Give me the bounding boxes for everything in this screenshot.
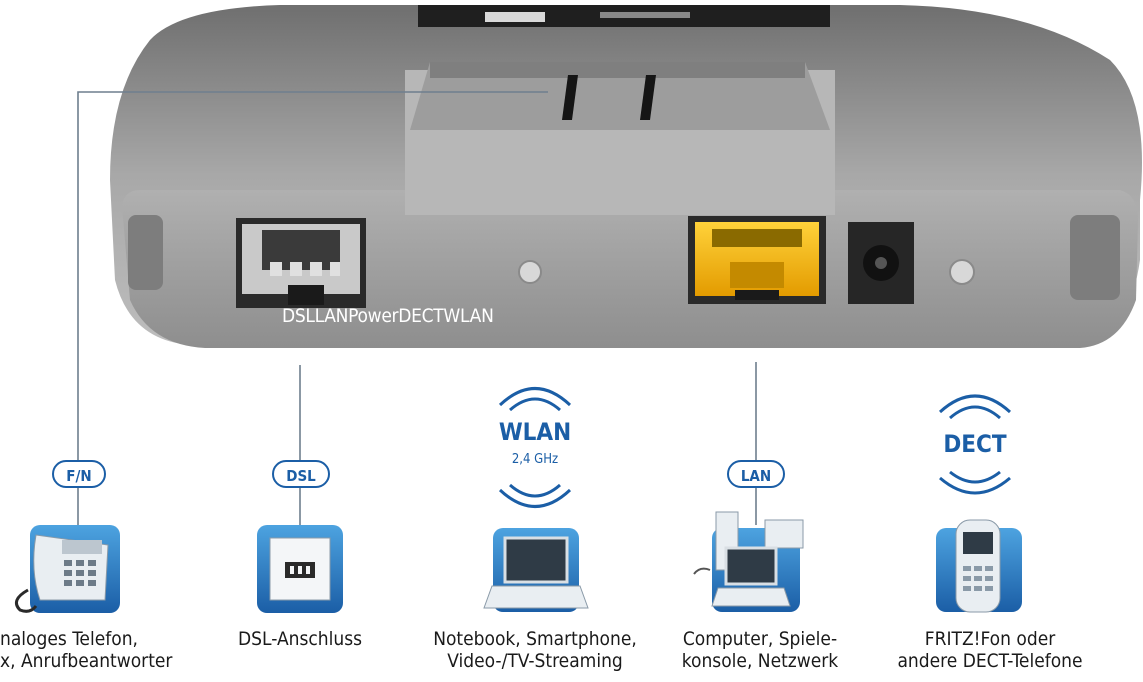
wlan-desc-line1: Notebook, Smartphone,: [433, 628, 637, 650]
wlan-description: Notebook, Smartphone, Video-/TV-Streamin…: [420, 628, 650, 672]
dect-tag: DECT: [943, 430, 1007, 458]
lan-desc-line2: konsole, Netzwerk: [681, 650, 839, 672]
computer-network-icon: [693, 511, 804, 612]
fn-tag: F/N: [52, 460, 106, 488]
dsl-description: DSL-Anschluss: [215, 628, 385, 650]
dect-wave-icon: [938, 394, 1012, 495]
dsl-desc-line1: DSL-Anschluss: [237, 628, 363, 650]
dsl-socket-icon: [257, 525, 343, 613]
lan-port: [688, 216, 826, 304]
lan-tag: LAN: [727, 460, 785, 488]
dect-handset-icon: [936, 519, 1022, 613]
lan-desc-line1: Computer, Spiele-: [682, 628, 838, 650]
dsl-tag: DSL: [272, 460, 330, 488]
led-right: [949, 259, 975, 285]
router-port-labels: DSLLANPowerDECTWLAN: [282, 305, 494, 327]
dect-desc-line1: FRITZ!Fon oder: [924, 628, 1056, 650]
led-left: [518, 260, 542, 284]
fn-line: [77, 91, 548, 460]
dect-description: FRITZ!Fon oder andere DECT-Telefone: [880, 628, 1100, 672]
laptop-icon: [483, 528, 589, 612]
dect-desc-line2: andere DECT-Telefone: [897, 650, 1083, 672]
analog-phone-icon: [14, 525, 120, 613]
fn-description: naloges Telefon, x, Anrufbeantworter: [0, 628, 173, 672]
lan-description: Computer, Spiele- konsole, Netzwerk: [660, 628, 860, 672]
router-device: [110, 5, 1142, 348]
wlan-tag: WLAN: [498, 418, 572, 446]
wlan-wave-icon: [498, 387, 572, 508]
power-port: [848, 222, 914, 304]
fn-desc-line2: x, Anrufbeantworter: [0, 650, 173, 672]
wlan-desc-line2: Video-/TV-Streaming: [447, 650, 623, 672]
wlan-frequency: 2,4 GHz: [511, 452, 559, 467]
dsl-port: [236, 218, 366, 308]
fn-desc-line1: naloges Telefon,: [0, 628, 138, 650]
